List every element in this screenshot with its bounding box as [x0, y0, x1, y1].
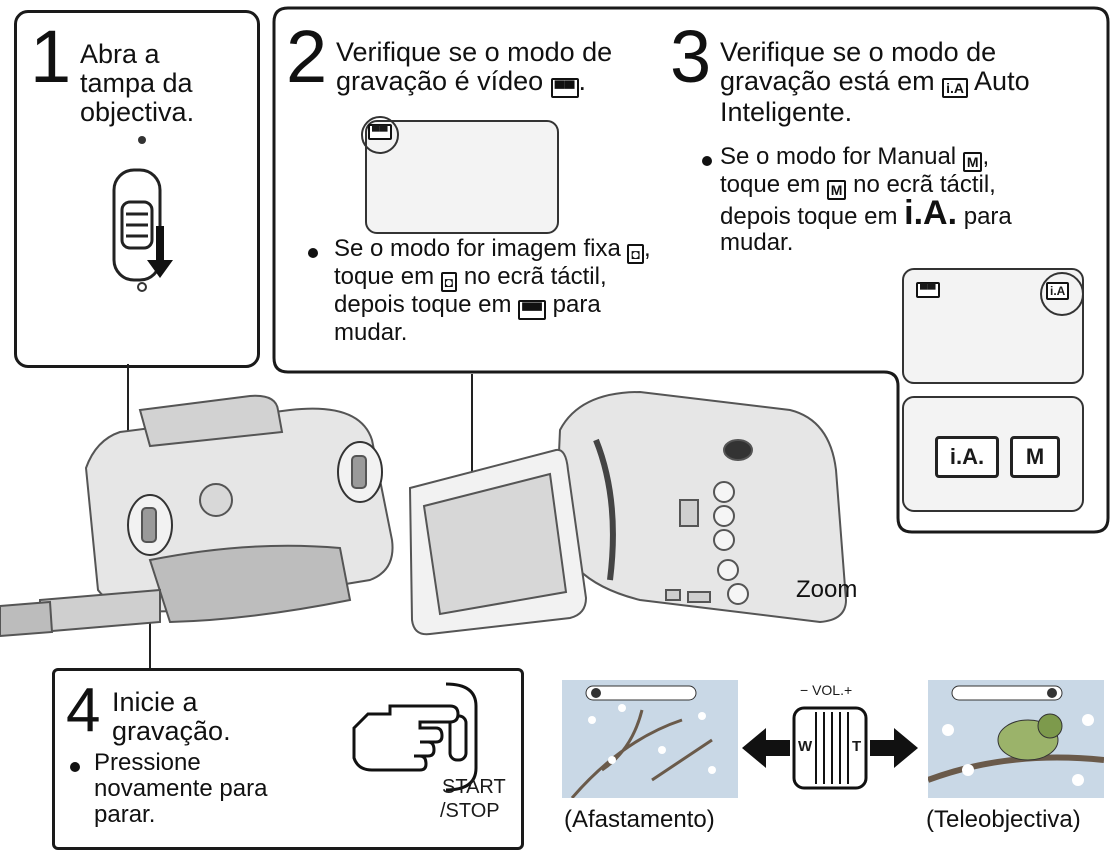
step3-bullet: [702, 156, 712, 166]
start-stop-label-2: /STOP: [440, 800, 500, 822]
ia-highlight-circle: [1040, 272, 1084, 316]
camcorder-left: [0, 394, 394, 638]
wide-caption: (Afastamento): [564, 806, 715, 833]
step2-note-part4: para mudar.: [334, 291, 601, 346]
step2-note-part2: , toque em: [334, 235, 651, 290]
telephoto-thumbnail: [928, 680, 1104, 798]
step3-note-part4: para mudar.: [720, 203, 1012, 256]
vol-label: − VOL.+: [800, 682, 853, 698]
step4-panel: [52, 668, 524, 850]
manual-mode-icon: M: [962, 152, 983, 172]
tele-caption: (Teleobjectiva): [926, 806, 1081, 833]
step3-note: Se o modo for Manual M, toque em M no ec…: [720, 143, 1012, 256]
step4-number: 4: [66, 676, 101, 745]
step4-note: Pressione novamente para parar.: [94, 749, 268, 828]
step3-note-part3: no ecrã táctil, depois toque em: [720, 171, 996, 230]
step4-text: Inicie a gravação.: [112, 687, 231, 746]
step3-number: 3: [670, 15, 712, 98]
step3-text: Verifique se o modo de gravação está em …: [720, 38, 1080, 127]
video-mode-icon: ▀▀: [518, 300, 546, 320]
step4-bullet: [70, 762, 80, 772]
step2-bullet: [308, 248, 318, 258]
step2-note-part3: no ecrã táctil, depois toque em: [334, 263, 607, 318]
intelligent-auto-icon: i.A: [942, 78, 969, 98]
camera-mode-icon: ◘: [627, 244, 644, 264]
step1-text: Abra a tampa da objectiva.: [80, 39, 195, 127]
camcorder-right: [408, 390, 848, 636]
step3-note-part1: Se o modo for Manual: [720, 143, 957, 170]
zoom-label: Zoom: [796, 576, 858, 603]
video-mode-highlight-circle: [361, 116, 399, 154]
step2-note: Se o modo for imagem fixa ◘, toque em ◘ …: [334, 236, 664, 346]
step3-note-part2: toque em: [720, 171, 821, 198]
step2-text: Verifique se o modo de gravação é vídeo …: [336, 37, 613, 98]
step2-note-part1: Se o modo for imagem fixa: [334, 235, 621, 262]
video-mode-icon: ▀▀: [550, 78, 579, 98]
video-mode-icon: ▀▀: [368, 124, 392, 140]
camera-mode-icon: ◘: [440, 272, 458, 292]
zoom-w-label: W: [798, 738, 813, 755]
start-stop-label-1: START: [442, 776, 506, 798]
step3-text-part1: Verifique se o modo de gravação está em: [720, 37, 997, 96]
zoom-t-label: T: [852, 738, 862, 755]
video-mode-icon: ▀▀: [916, 282, 940, 298]
intelligent-auto-big-icon: i.A.: [904, 194, 958, 232]
step2-text-label: Verifique se o modo de gravação é vídeo: [336, 37, 613, 96]
wide-angle-thumbnail: [562, 680, 738, 798]
start-stop-button-illustration: [352, 682, 478, 792]
manual-mode-button[interactable]: M: [1010, 436, 1060, 478]
step3-text-part2: Auto Inteligente.: [720, 66, 1030, 127]
intelligent-auto-icon: i.A: [1046, 282, 1070, 300]
step1-number: 1: [30, 15, 72, 98]
step2-number: 2: [286, 15, 328, 98]
lens-cover-switch-illustration: [112, 136, 173, 292]
zoom-lever[interactable]: [740, 698, 920, 798]
manual-mode-icon: M: [826, 180, 847, 200]
ia-mode-button[interactable]: i.A.: [935, 436, 999, 478]
